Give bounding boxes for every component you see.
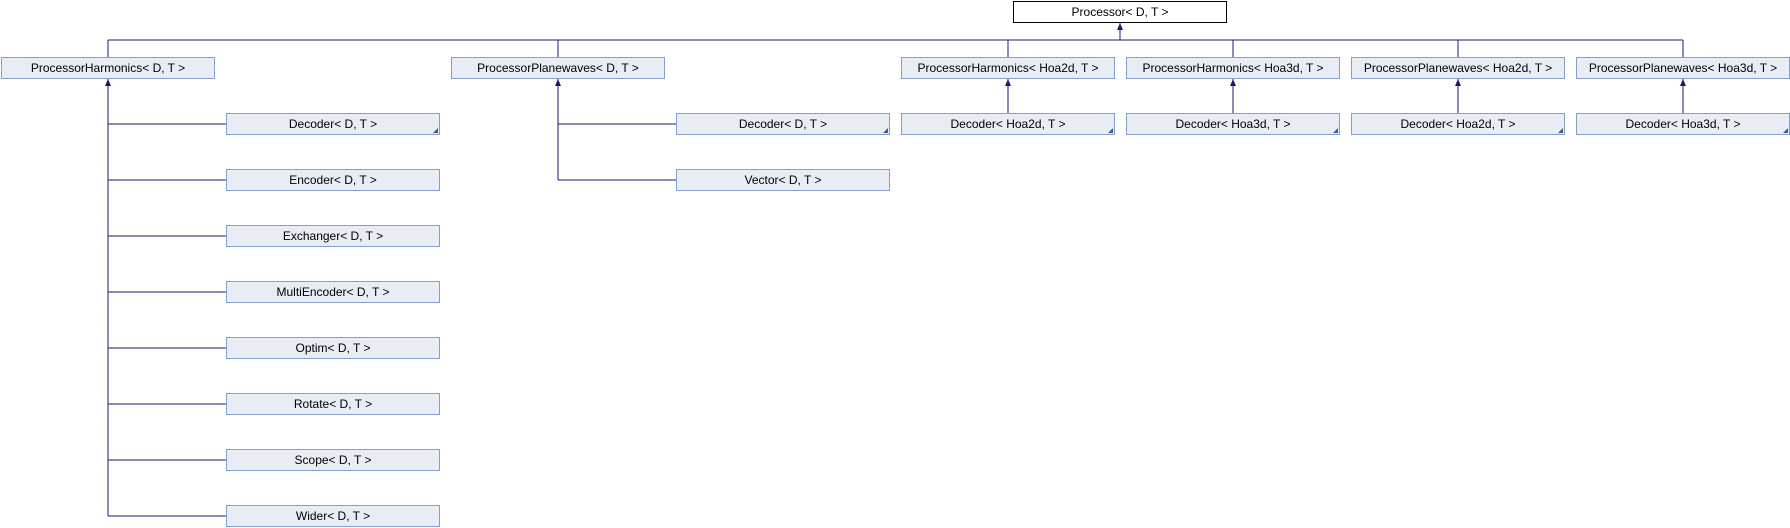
class-node-ph3-decoder[interactable]: Decoder< Hoa3d, T > [1126, 113, 1340, 135]
inheritance-arrow-ph3 [1230, 79, 1236, 86]
class-node-ph[interactable]: ProcessorHarmonics< D, T > [1, 57, 215, 79]
class-node-ph-multiencoder[interactable]: MultiEncoder< D, T > [226, 281, 440, 303]
class-node-ph-exchanger[interactable]: Exchanger< D, T > [226, 225, 440, 247]
class-node-pp3-decoder[interactable]: Decoder< Hoa3d, T > [1576, 113, 1790, 135]
class-node-ph-wider[interactable]: Wider< D, T > [226, 505, 440, 527]
class-node-ph3[interactable]: ProcessorHarmonics< Hoa3d, T > [1126, 57, 1340, 79]
class-node-label: Processor< D, T > [1071, 5, 1169, 19]
class-node-pp[interactable]: ProcessorPlanewaves< D, T > [451, 57, 665, 79]
class-node-pp-decoder[interactable]: Decoder< D, T > [676, 113, 890, 135]
class-node-ph-encoder[interactable]: Encoder< D, T > [226, 169, 440, 191]
more-subclasses-marker [883, 128, 888, 133]
inheritance-arrow-pp3 [1680, 79, 1686, 86]
class-node-label: Decoder< Hoa2d, T > [1400, 117, 1516, 131]
class-node-label: Decoder< Hoa3d, T > [1175, 117, 1291, 131]
more-subclasses-marker [1333, 128, 1338, 133]
class-node-label: Decoder< Hoa2d, T > [950, 117, 1066, 131]
class-node-ph-decoder[interactable]: Decoder< D, T > [226, 113, 440, 135]
class-node-label: ProcessorHarmonics< Hoa3d, T > [1142, 61, 1324, 75]
more-subclasses-marker [433, 128, 438, 133]
inheritance-arrow-ph [105, 79, 111, 86]
class-node-label: MultiEncoder< D, T > [276, 285, 390, 299]
class-node-ph2-decoder[interactable]: Decoder< Hoa2d, T > [901, 113, 1115, 135]
class-node-label: Decoder< D, T > [738, 117, 828, 131]
class-node-label: ProcessorPlanewaves< Hoa2d, T > [1363, 61, 1553, 75]
class-node-label: ProcessorPlanewaves< Hoa3d, T > [1588, 61, 1778, 75]
more-subclasses-marker [1108, 128, 1113, 133]
class-node-ph-scope[interactable]: Scope< D, T > [226, 449, 440, 471]
class-node-label: Exchanger< D, T > [282, 229, 384, 243]
class-node-root: Processor< D, T > [1013, 1, 1227, 23]
inheritance-arrow-ph2 [1005, 79, 1011, 86]
class-node-label: Optim< D, T > [295, 341, 371, 355]
inheritance-arrow-pp2 [1455, 79, 1461, 86]
class-node-pp3[interactable]: ProcessorPlanewaves< Hoa3d, T > [1576, 57, 1790, 79]
class-node-ph-optim[interactable]: Optim< D, T > [226, 337, 440, 359]
class-node-ph-rotate[interactable]: Rotate< D, T > [226, 393, 440, 415]
class-node-pp2[interactable]: ProcessorPlanewaves< Hoa2d, T > [1351, 57, 1565, 79]
class-node-label: ProcessorHarmonics< Hoa2d, T > [917, 61, 1099, 75]
class-node-label: Decoder< D, T > [288, 117, 378, 131]
class-node-label: Scope< D, T > [294, 453, 372, 467]
more-subclasses-marker [1558, 128, 1563, 133]
class-node-label: Encoder< D, T > [289, 173, 377, 187]
class-node-label: ProcessorHarmonics< D, T > [30, 61, 186, 75]
inheritance-arrow-pp [555, 79, 561, 86]
class-node-label: ProcessorPlanewaves< D, T > [477, 61, 639, 75]
class-node-label: Rotate< D, T > [293, 397, 373, 411]
class-node-pp-vector[interactable]: Vector< D, T > [676, 169, 890, 191]
class-node-label: Decoder< Hoa3d, T > [1625, 117, 1741, 131]
class-node-label: Wider< D, T > [295, 509, 371, 523]
class-node-pp2-decoder[interactable]: Decoder< Hoa2d, T > [1351, 113, 1565, 135]
more-subclasses-marker [1783, 128, 1788, 133]
class-node-ph2[interactable]: ProcessorHarmonics< Hoa2d, T > [901, 57, 1115, 79]
inheritance-arrow-root [1117, 23, 1123, 30]
class-node-label: Vector< D, T > [744, 173, 822, 187]
